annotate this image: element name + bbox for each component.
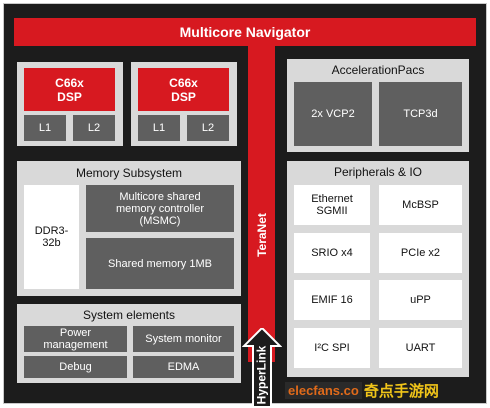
periph-emif16: EMIF 16: [294, 280, 370, 320]
periph-pcie: PCIe x2: [379, 233, 462, 273]
peripherals-io-title: Peripherals & IO: [333, 165, 423, 179]
system-monitor-block: System monitor: [133, 326, 234, 352]
dsp-core-1-l2: L2: [73, 115, 115, 141]
hyperlink-arrow: [242, 328, 282, 407]
periph-srio: SRIO x4: [294, 233, 370, 273]
navigator-label: Multicore Navigator: [179, 24, 311, 40]
periph-i2c-spi: I²C SPI: [294, 328, 370, 368]
memory-subsystem-title: Memory Subsystem: [75, 166, 183, 180]
tcp3d-block: TCP3d: [379, 82, 462, 146]
multicore-navigator-bar: Multicore Navigator: [14, 18, 476, 46]
periph-uart: UART: [379, 328, 462, 368]
vcp2-block: 2x VCP2: [294, 82, 372, 146]
watermark: elecfans.co 奇点手游网: [285, 377, 485, 403]
watermark-brand: 奇点手游网: [363, 382, 439, 400]
acceleration-pacs-title: AccelerationPacs: [331, 63, 425, 77]
debug-block: Debug: [24, 356, 127, 378]
teranet-label: TeraNet: [254, 213, 269, 257]
edma-block: EDMA: [133, 356, 234, 378]
hyperlink-label: HyperLink: [254, 345, 269, 405]
shared-memory-block: Shared memory 1MB: [86, 238, 234, 289]
periph-upp: uPP: [379, 280, 462, 320]
dsp-core-2-l1: L1: [138, 115, 180, 141]
watermark-site: elecfans.co: [285, 381, 362, 399]
teranet-bar: [248, 44, 275, 362]
ddr3-block: DDR3-32b: [24, 185, 79, 289]
system-elements-title: System elements: [82, 308, 176, 322]
periph-mcbsp: McBSP: [379, 185, 462, 225]
dsp-core-1-l1: L1: [24, 115, 66, 141]
dsp-core-2-l2: L2: [187, 115, 229, 141]
